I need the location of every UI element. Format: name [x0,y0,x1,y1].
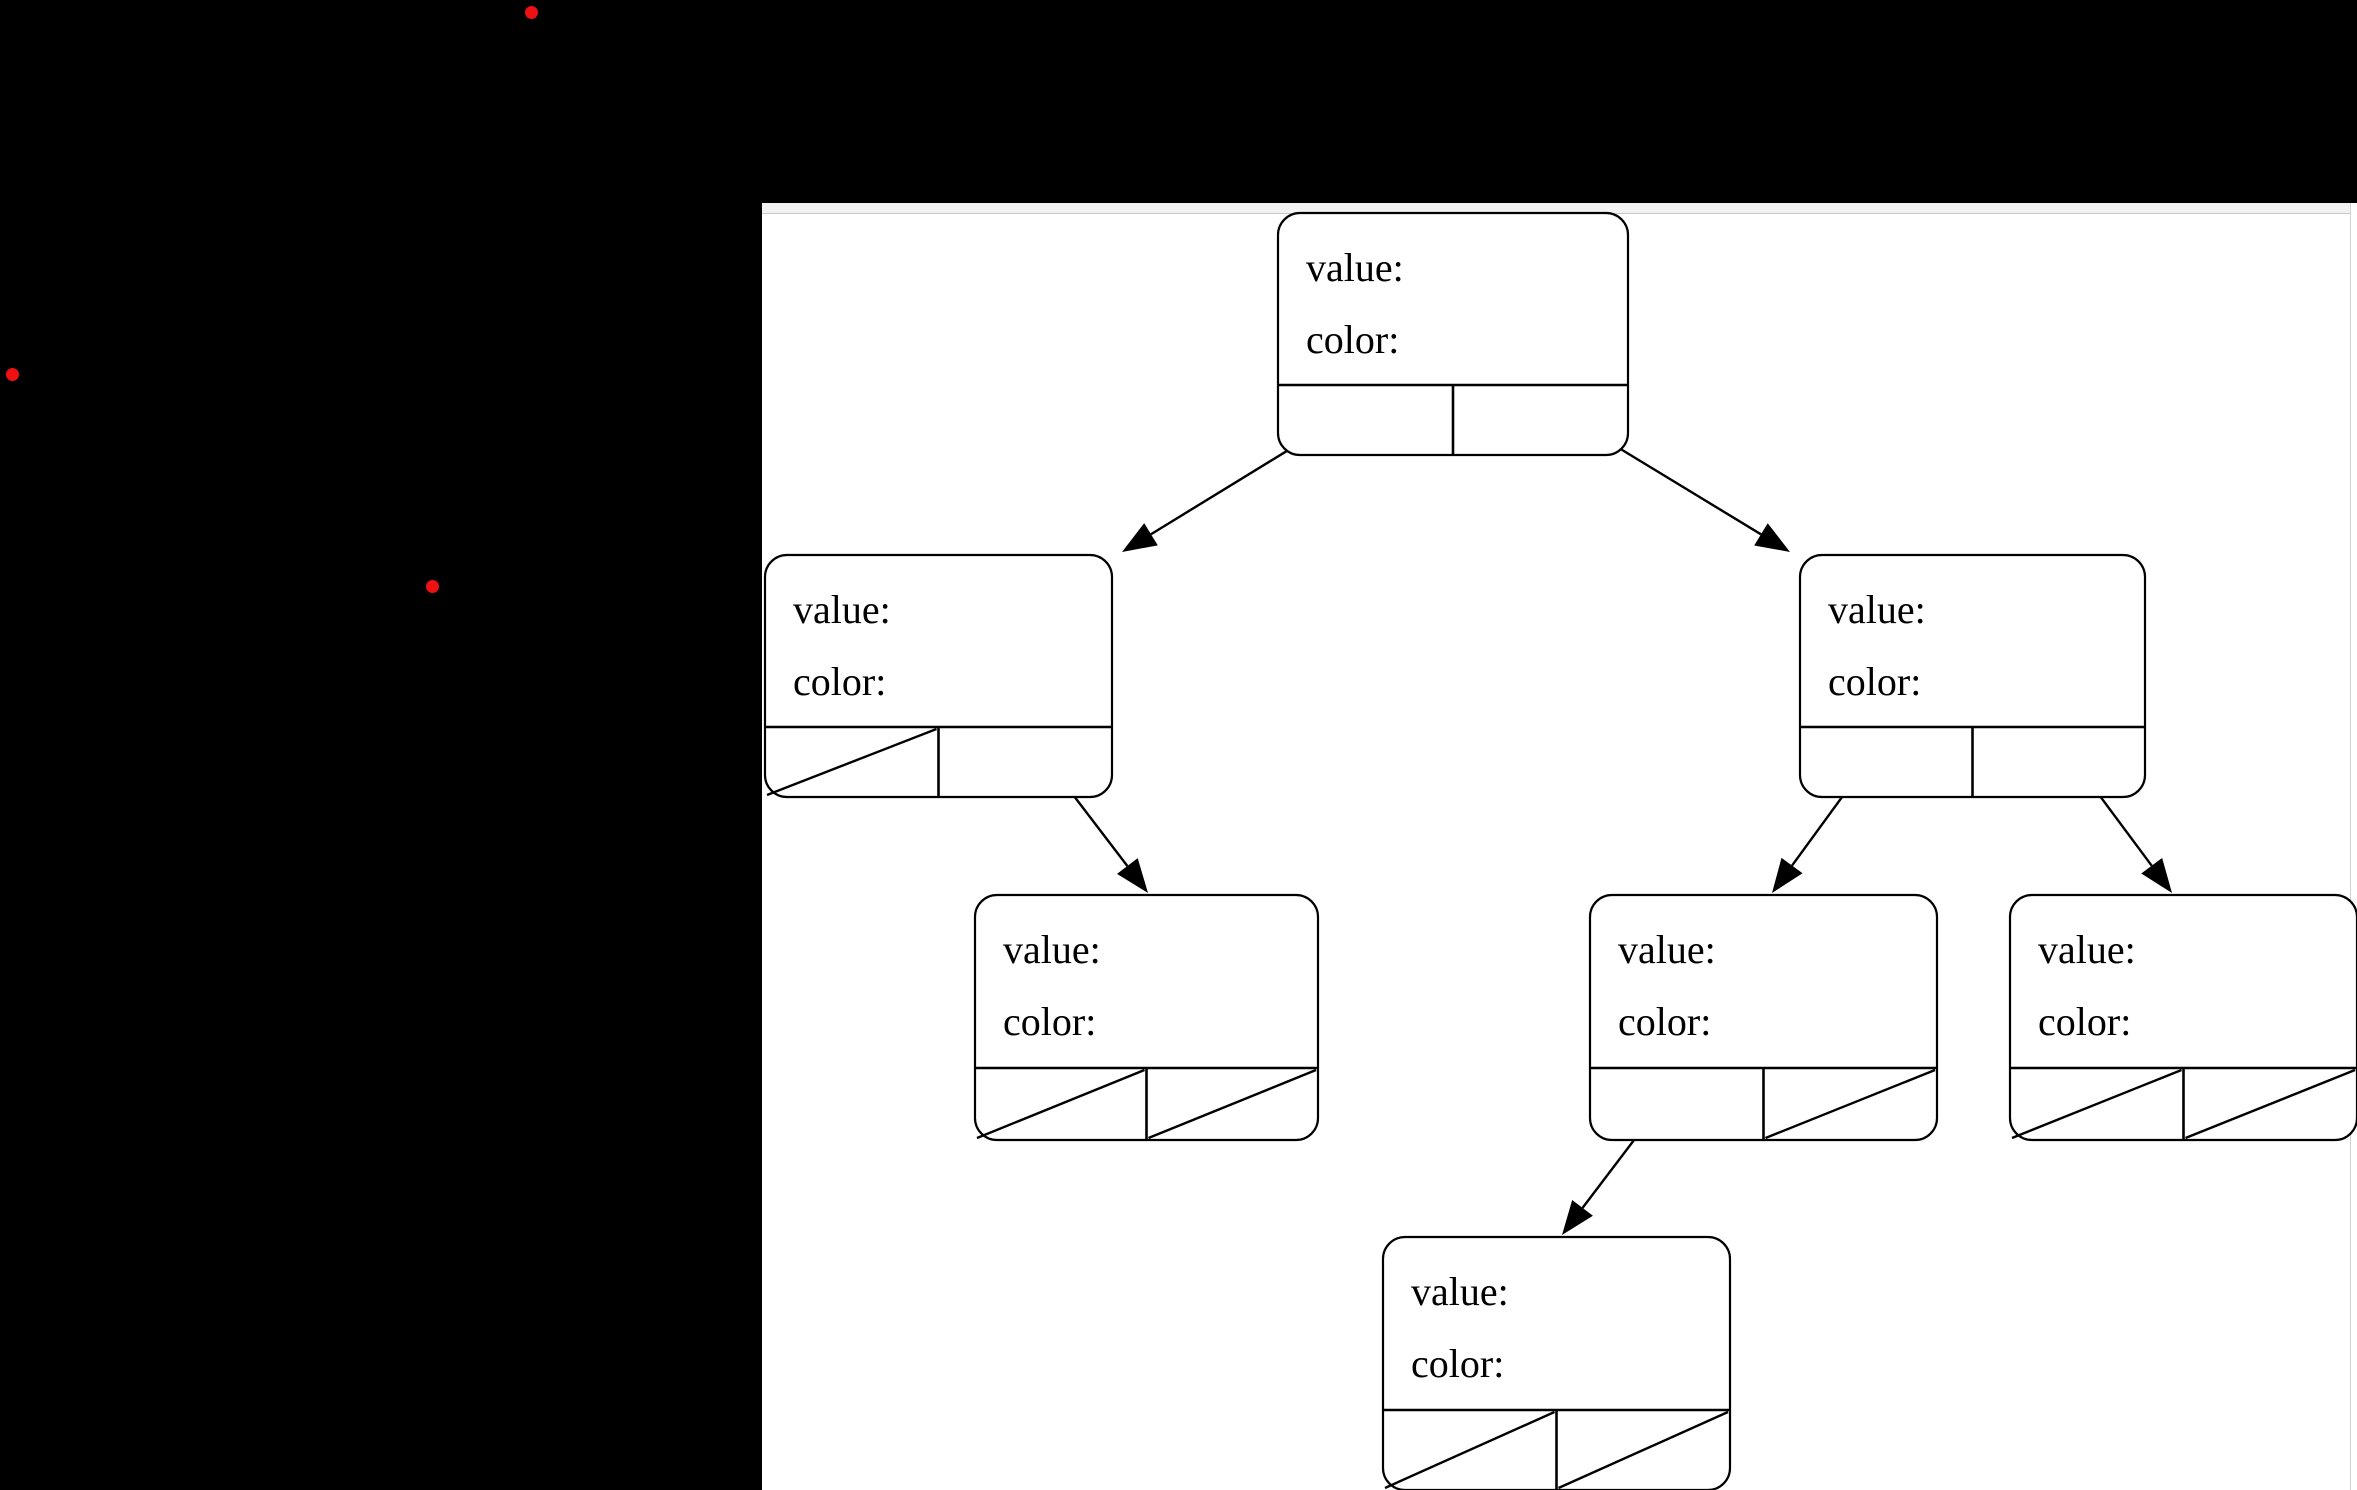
tree-node-root[interactable]: value: color: [1276,211,1630,457]
tree-node-right-right-value-label: value: [2038,927,2136,972]
edge-rl-left-arrowhead [1562,1200,1593,1235]
tree-node-left-left-null-slash [766,727,937,797]
tree-node-right-left-color-label: color: [1618,999,1711,1044]
red-marker-3 [426,580,439,593]
tree-node-left-right-right-null-slash [1148,1068,1317,1140]
tree-node-left-color-label: color: [793,659,886,704]
edge-right-right-arrowhead [2141,857,2172,893]
tree-node-right-value-label: value: [1828,587,1926,632]
edge-left-right-arrowhead [1117,858,1148,893]
edge-root-right-arrowhead [1754,523,1790,552]
edge-right-left-arrowhead [1772,857,1803,893]
tree-node-deep-right-null-slash [1558,1410,1729,1490]
tree-node-right-left-value-label: value: [1618,927,1716,972]
edge-root-left-arrowhead [1122,523,1158,552]
tree-node-left-right-left-null-slash [976,1068,1145,1140]
tree-node-right-left[interactable]: value: color: [1588,893,1939,1142]
red-black-tree-diagram: value:color:value:color:value:color:valu… [763,211,2357,1490]
node-layer: value:color:value:color:value:color:valu… [763,211,2357,1490]
tree-node-left-right[interactable]: value: color: [973,893,1320,1142]
tree-node-right-right-left-null-slash [2011,1068,2182,1140]
tree-node-deep-color-label: color: [1411,1341,1504,1386]
tree-node-right-right-right-null-slash [2185,1068,2356,1140]
red-marker-1 [525,6,538,19]
tree-node-deep-box[interactable] [1381,1235,1732,1490]
tree-node-left-right-color-label: color: [1003,999,1096,1044]
red-marker-2 [6,368,19,381]
diagram-viewport[interactable]: value:color:value:color:value:color:valu… [762,203,2357,1490]
tree-node-right-color-label: color: [1828,659,1921,704]
vertical-scrollbar[interactable] [2350,203,2357,1490]
tree-node-left-right-value-label: value: [1003,927,1101,972]
tree-node-right-left-right-null-slash [1765,1068,1936,1140]
tree-node-root-value-label: value: [1306,245,1404,290]
tree-node-deep-left-null-slash [1384,1410,1555,1490]
tree-node-left-value-label: value: [793,587,891,632]
tree-node-right-right[interactable]: value: color: [2008,893,2357,1142]
tree-node-root-color-label: color: [1306,317,1399,362]
tree-node-left[interactable]: value: color: [763,553,1114,799]
tree-node-deep-value-label: value: [1411,1269,1509,1314]
tree-node-right[interactable]: value: color: [1798,553,2147,799]
tree-node-right-right-color-label: color: [2038,999,2131,1044]
tree-node-deep[interactable]: value: color: [1381,1235,1732,1490]
